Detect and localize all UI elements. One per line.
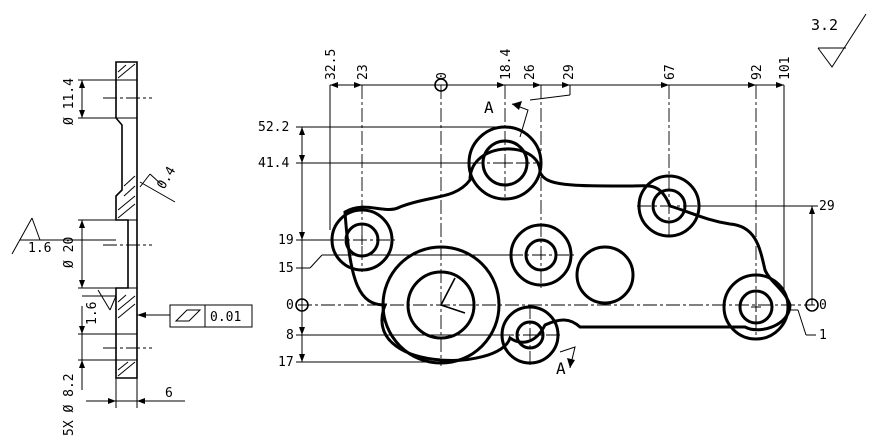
y-label-right-29: 29 [819,199,835,214]
x-label-67: 67 [663,64,678,80]
y-label-right-1: 1 [819,328,827,343]
plan-view: A A 32.5 23 0 18.4 26 29 67 92 101 52.2 … [258,49,835,378]
section-arrows [79,80,146,404]
ordinate-y-right-line [701,205,818,336]
section-view: 0.01 Ø 11.4 Ø 20 5X Ø 8.2 6 1.6 1.6 0.4 [11,61,253,436]
dim-holes: 5X Ø 8.2 [62,373,77,436]
y-label-15: 15 [278,261,294,276]
section-edges [116,79,137,361]
y-label-52-2: 52.2 [258,120,289,135]
ordinate-x-arrows [330,82,784,88]
dim-hole-small: Ø 11.4 [62,78,77,125]
dim-hole-large: Ø 20 [62,237,77,268]
section-label-top: A [484,98,494,117]
flatness-icon [174,309,202,322]
x-label-92: 92 [750,64,765,80]
y-label-8: 8 [286,328,294,343]
x-label-32-5: 32.5 [324,49,339,80]
x-label-26: 26 [523,64,538,80]
section-dim-lines [11,79,185,408]
surface-finish-face: 1.6 [28,241,51,256]
hole-center-marks [357,158,761,340]
x-label-101: 101 [778,57,793,80]
ordinate-x-line [329,84,785,290]
origin-y-marker-right [805,298,819,312]
y-label-right-0: 0 [819,298,827,313]
y-label-41-4: 41.4 [258,156,289,171]
ordinate-y-arrows [299,127,305,362]
flatness-tolerance: 0.01 [210,310,241,325]
surface-finish-general: 3.2 [811,16,838,34]
origin-y-marker-left [295,298,309,312]
x-label-29: 29 [562,64,577,80]
y-label-19: 19 [278,233,294,248]
y-ordinate-labels-right: 29 0 1 [819,199,835,343]
flatness-frame: 0.01 [169,304,253,328]
section-centerlines [103,97,152,349]
x-label-18-4: 18.4 [499,49,514,80]
section-label-bottom: A [556,359,566,378]
boss-radius-lines [440,277,466,314]
x-ordinate-labels: 32.5 23 0 18.4 26 29 67 92 101 [324,49,793,80]
general-surface-finish: 3.2 [811,13,867,68]
surface-finish-chamfer: 0.4 [154,164,179,192]
y-ordinate-labels-left: 52.2 41.4 19 15 0 8 17 [258,120,294,370]
x-label-23: 23 [356,64,371,80]
ordinate-y-line [296,126,509,363]
section-hatching [117,63,136,377]
y-label-0: 0 [286,298,294,313]
y-label-17: 17 [278,355,294,370]
origin-x-marker [434,78,448,92]
ordinate-y-right-arrows [809,206,815,214]
plate-outline [343,147,792,362]
hole-pocket [575,245,635,305]
x-label-0: 0 [435,72,450,80]
surface-finish-bore: 1.6 [85,302,100,325]
dim-thickness: 6 [165,386,173,401]
